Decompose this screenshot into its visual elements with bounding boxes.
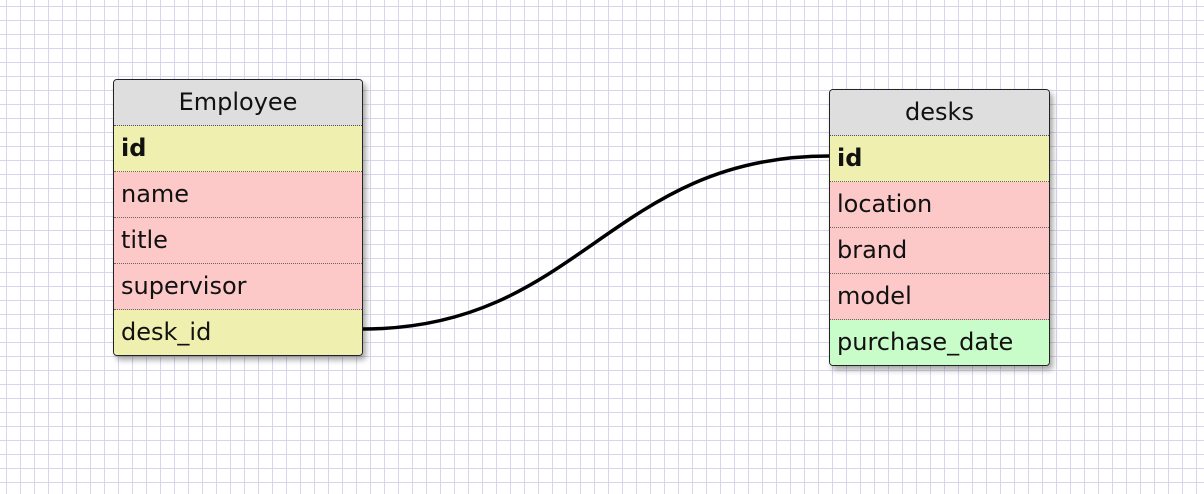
table-title[interactable]: desks bbox=[830, 90, 1049, 136]
table-title[interactable]: Employee bbox=[114, 80, 362, 126]
table-employee[interactable]: Employee id name title supervisor desk_i… bbox=[113, 79, 363, 356]
table-desks[interactable]: desks id location brand model purchase_d… bbox=[829, 89, 1050, 366]
field-brand[interactable]: brand bbox=[830, 228, 1049, 274]
relation-line-desk-id-to-desks-id[interactable] bbox=[362, 154, 830, 331]
field-model[interactable]: model bbox=[830, 274, 1049, 320]
field-location[interactable]: location bbox=[830, 182, 1049, 228]
field-name[interactable]: name bbox=[114, 172, 362, 218]
field-id[interactable]: id bbox=[830, 136, 1049, 182]
field-id[interactable]: id bbox=[114, 126, 362, 172]
field-supervisor[interactable]: supervisor bbox=[114, 264, 362, 310]
field-desk-id[interactable]: desk_id bbox=[114, 310, 362, 355]
field-title[interactable]: title bbox=[114, 218, 362, 264]
field-purchase-date[interactable]: purchase_date bbox=[830, 320, 1049, 365]
